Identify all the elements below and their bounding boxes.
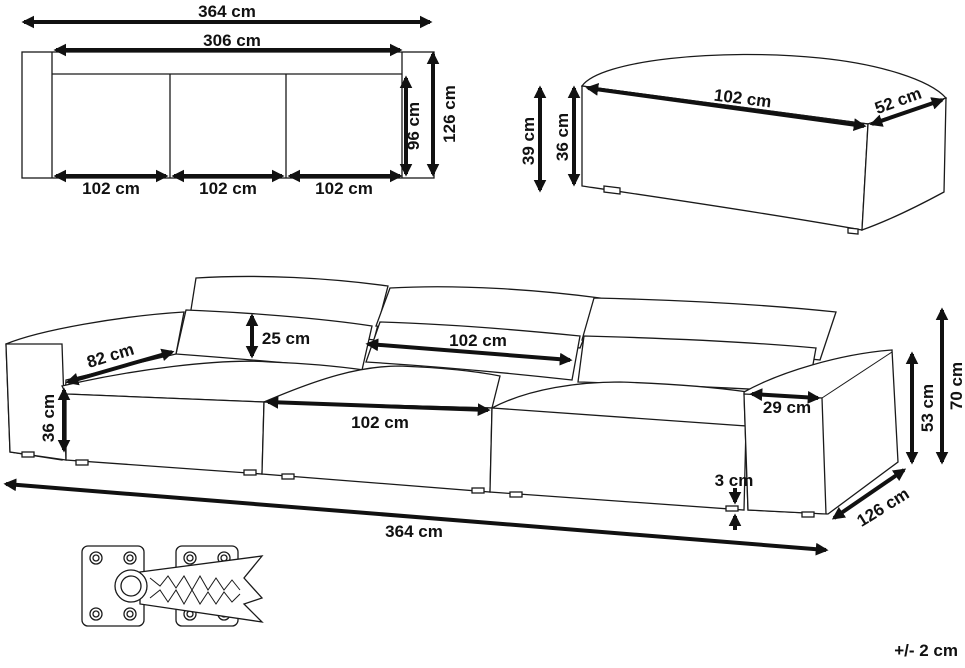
connector-clip-icon [81, 545, 264, 627]
dimension-arrow [831, 468, 907, 520]
dimension-arrow [265, 395, 491, 417]
back-width-label: 102 cm [449, 331, 507, 350]
seat-width-label: 102 cm [351, 413, 409, 432]
seat-depth-label: 96 cm [404, 102, 423, 150]
arm-width-label: 29 cm [763, 398, 811, 417]
cushion-height-label: 25 cm [262, 329, 310, 348]
dimension-arrow [65, 348, 175, 386]
dimension-arrow [749, 388, 821, 404]
top-view-outline [21, 51, 435, 179]
module-width-label-1: 102 cm [82, 179, 140, 198]
ottoman-outline [580, 53, 948, 235]
overall-depth-label: 126 cm [440, 85, 459, 143]
ottoman: 102 cm 52 cm 39 cm 36 cm [519, 53, 948, 235]
leg-height-label: 3 cm [715, 471, 754, 490]
module-width-label-3: 102 cm [315, 179, 373, 198]
ottoman-height-label: 39 cm [519, 117, 538, 165]
arm-height-label: 53 cm [918, 384, 937, 432]
tolerance-note: +/- 2 cm [894, 641, 958, 660]
overall-depth-label: 126 cm [854, 484, 913, 531]
top-view: 364 cm 306 cm 102 cm 102 cm 102 cm 96 cm… [21, 2, 459, 198]
overall-width-label: 364 cm [198, 2, 256, 21]
seat-width-label: 306 cm [203, 31, 261, 50]
dimension-arrow [869, 97, 945, 127]
module-width-label-2: 102 cm [199, 179, 257, 198]
seat-height-label: 36 cm [39, 394, 58, 442]
overall-height-label: 70 cm [947, 362, 965, 410]
ottoman-seat-height-label: 36 cm [553, 113, 572, 161]
sofa: 82 cm 25 cm 102 cm 36 cm 102 cm 29 cm 3 … [3, 275, 965, 556]
dimension-arrow [365, 338, 573, 366]
dimension-arrow [3, 478, 829, 556]
dimension-arrow [585, 83, 867, 131]
overall-width-label: 364 cm [385, 522, 443, 541]
